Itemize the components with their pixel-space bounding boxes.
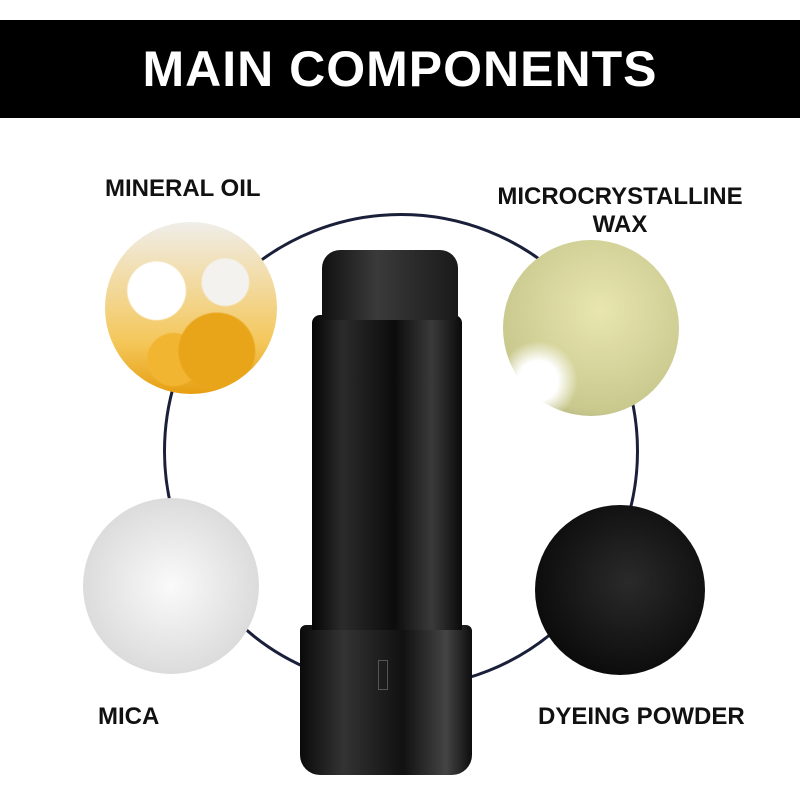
base-slot <box>378 660 388 690</box>
page-title: MAIN COMPONENTS <box>142 41 658 97</box>
title-banner: MAIN COMPONENTS <box>0 20 800 118</box>
stick-top <box>322 250 458 320</box>
mica-label: MICA <box>98 703 160 730</box>
dyeing-powder-image <box>535 505 705 675</box>
stick-body <box>312 315 462 630</box>
microcrystalline-wax-label: MICROCRYSTALLINE WAX <box>497 183 743 238</box>
mineral-oil-image <box>105 222 277 394</box>
microcrystalline-wax-image <box>503 240 679 416</box>
stick-base <box>300 625 472 775</box>
dyeing-powder-label: DYEING POWDER <box>538 703 745 730</box>
mica-image <box>83 498 259 674</box>
mineral-oil-label: MINERAL OIL <box>105 175 261 202</box>
